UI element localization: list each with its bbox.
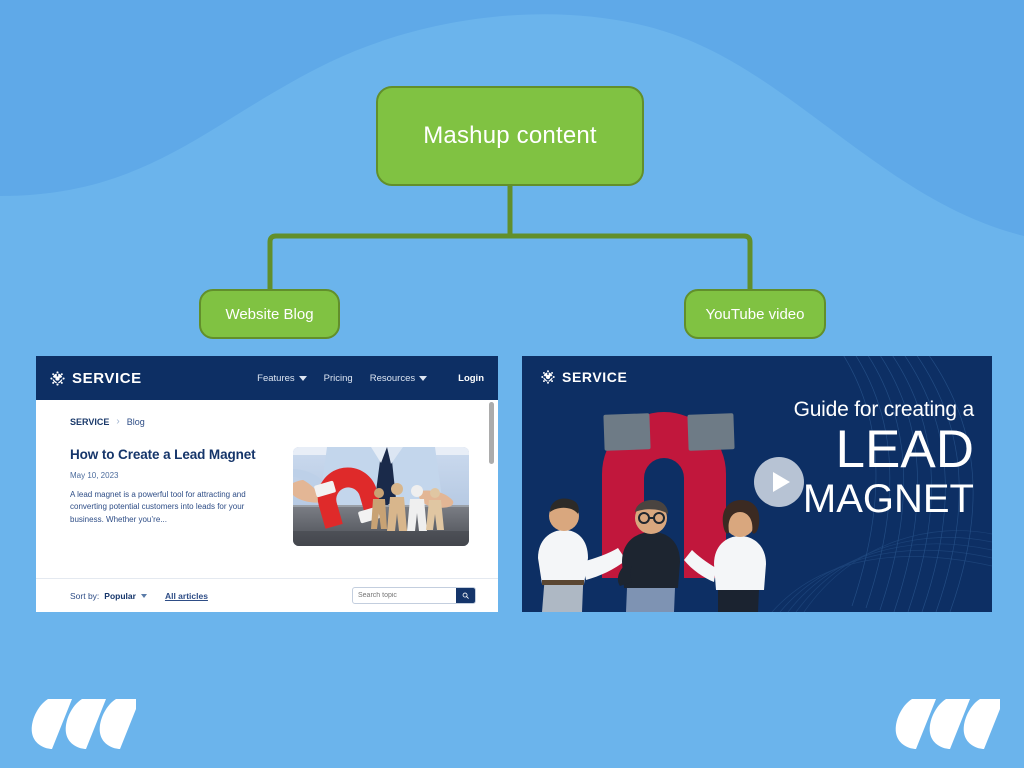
node-mashup-content[interactable]: Mashup content [376, 86, 644, 186]
service-logo-icon [540, 370, 556, 384]
sort-by-label: Sort by: [70, 590, 100, 601]
breadcrumb-root[interactable]: SERVICE [70, 416, 110, 427]
search-input[interactable] [353, 592, 456, 599]
nav-item-resources[interactable]: Resources [369, 372, 428, 384]
chevron-down-icon [298, 375, 307, 381]
search-icon [462, 592, 469, 599]
site-nav-links: Features Pricing Resources Login [257, 373, 484, 384]
youtube-video-mockup[interactable]: SERVICE Guide for creating a LEAD MAGNET [522, 356, 992, 612]
blog-content: SERVICE › Blog How to Create a Lead Magn… [36, 400, 498, 612]
nav-item-pricing[interactable]: Pricing [324, 373, 353, 384]
sort-by-control[interactable]: Sort by: Popular [70, 591, 147, 601]
play-icon [773, 472, 790, 492]
blog-post-item[interactable]: How to Create a Lead Magnet May 10, 2023… [70, 447, 476, 546]
video-headline-line2: LEAD [835, 420, 974, 479]
breadcrumb-current[interactable]: Blog [126, 416, 145, 427]
corner-logo-right [895, 699, 1000, 749]
breadcrumb-separator-icon: › [116, 416, 120, 427]
website-blog-mockup: SERVICE Features Pricing Resources Login [36, 356, 498, 612]
video-headline: Guide for creating a LEAD MAGNET [793, 398, 975, 521]
sort-by-value: Popular [104, 590, 136, 601]
blog-post-title[interactable]: How to Create a Lead Magnet [70, 447, 256, 462]
magnet-photo [293, 447, 469, 546]
video-brand: SERVICE [540, 369, 627, 385]
corner-logo-left [31, 699, 136, 749]
scrollbar-thumb[interactable] [489, 402, 494, 464]
site-brand[interactable]: SERVICE [49, 370, 142, 387]
content-scrollbar[interactable] [489, 402, 494, 610]
nav-item-features[interactable]: Features [257, 373, 307, 384]
site-brand-name: SERVICE [72, 369, 142, 387]
site-navbar: SERVICE Features Pricing Resources Login [36, 356, 498, 400]
blog-footer-bar: Sort by: Popular All articles [36, 578, 498, 612]
login-button[interactable]: Login [458, 372, 484, 384]
node-website-blog[interactable]: Website Blog [199, 289, 340, 339]
video-headline-line1: Guide for creating a [793, 398, 975, 421]
nav-item-resources-label: Resources [369, 372, 416, 384]
service-logo-icon [49, 370, 66, 386]
chevron-down-icon [419, 375, 428, 381]
node-mashup-content-label: Mashup content [423, 122, 597, 149]
node-youtube-video-label: YouTube video [705, 305, 805, 323]
play-button[interactable] [754, 457, 804, 507]
nav-item-pricing-label: Pricing [323, 372, 353, 384]
chevron-down-icon [140, 593, 147, 598]
person-right [684, 500, 766, 612]
people-holding-magnet-photo [538, 412, 766, 612]
breadcrumb: SERVICE › Blog [70, 416, 476, 427]
blog-post-excerpt: A lead magnet is a powerful tool for att… [70, 490, 246, 524]
nav-item-features-label: Features [257, 372, 295, 384]
all-articles-link[interactable]: All articles [164, 590, 208, 601]
video-headline-line3: MAGNET [802, 476, 974, 521]
search-button[interactable] [456, 588, 475, 603]
node-youtube-video[interactable]: YouTube video [684, 289, 826, 339]
person-center [617, 500, 680, 612]
blog-post-thumbnail [293, 447, 469, 546]
blog-post-date: May 10, 2023 [70, 471, 119, 480]
search-box[interactable] [352, 587, 476, 604]
node-website-blog-label: Website Blog [225, 305, 314, 323]
blog-post-text: How to Create a Lead Magnet May 10, 2023… [70, 447, 275, 546]
video-brand-name: SERVICE [562, 369, 628, 385]
person-left [538, 498, 626, 612]
